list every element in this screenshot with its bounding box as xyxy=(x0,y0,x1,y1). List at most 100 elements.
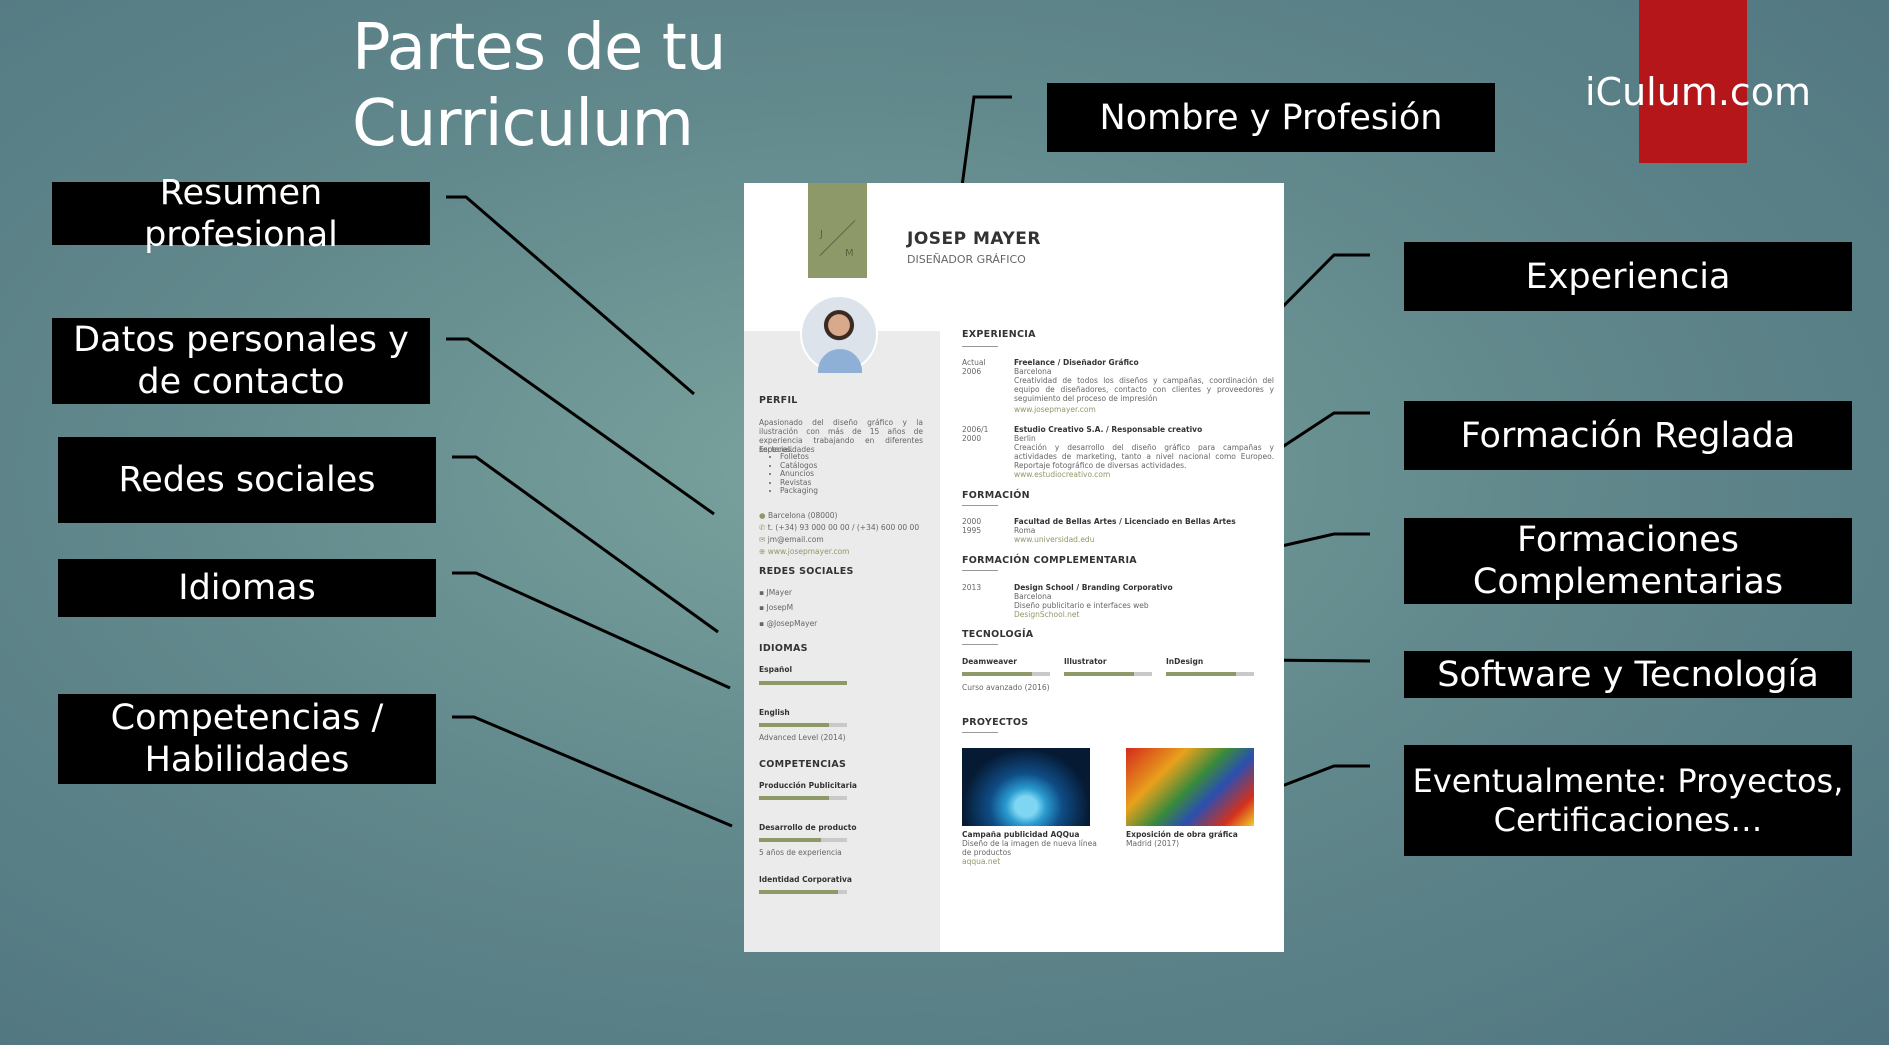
bar-fill xyxy=(962,672,1033,676)
cv-t2: Illustrator xyxy=(1064,657,1107,666)
location-pin-icon: ● xyxy=(759,511,766,520)
cv-t2-bar xyxy=(1064,672,1152,676)
cv-t1-note: Curso avanzado (2016) xyxy=(962,683,1050,692)
slide-title: Partes de tu Curriculum xyxy=(352,10,726,162)
connector-redes xyxy=(452,455,719,634)
cv-c-desc: Diseño publicitario e interfaces web xyxy=(1014,601,1149,610)
cv-e2-date2: 2000 xyxy=(962,434,982,443)
label-software-tecnologia: Software y Tecnología xyxy=(1404,651,1852,698)
cv-red-item: ▪ JosepM xyxy=(759,603,793,612)
label-text-line1: Formaciones xyxy=(1517,520,1739,560)
cv-f-date2: 1995 xyxy=(962,526,982,535)
contact-phone-text: t. (+34) 93 000 00 00 / (+34) 600 00 00 xyxy=(767,523,920,532)
cv-comp3: Identidad Corporativa xyxy=(759,875,852,884)
cv-contact-web: ⊕ www.josepmayer.com xyxy=(759,547,850,556)
label-text: Nombre y Profesión xyxy=(1099,97,1443,138)
bar-fill xyxy=(759,723,830,727)
cv-complementaria-heading: FORMACIÓN COMPLEMENTARIA xyxy=(962,555,1137,566)
label-text: Experiencia xyxy=(1525,256,1731,297)
cv-lang2-note: Advanced Level (2014) xyxy=(759,733,846,742)
cv-proyectos-heading: PROYECTOS xyxy=(962,717,1029,728)
bar-fill xyxy=(1166,672,1237,676)
connector-datos xyxy=(446,337,715,516)
label-redes-sociales: Redes sociales xyxy=(58,437,436,523)
bar-fill xyxy=(759,796,830,800)
label-text-line2: Certificaciones… xyxy=(1493,800,1763,839)
label-text-line1: Eventualmente: Proyectos, xyxy=(1412,761,1844,800)
cv-tecnologia-heading: TECNOLOGÍA xyxy=(962,629,1034,640)
cv-formacion-heading: FORMACIÓN xyxy=(962,490,1030,501)
cv-e2-city: Berlin xyxy=(1014,434,1036,443)
bar-fill xyxy=(759,838,821,842)
cv-especialidades: Especialidades xyxy=(759,445,815,454)
cv-comp2: Desarrollo de producto xyxy=(759,823,857,832)
project-image-water-drop xyxy=(962,748,1090,826)
social-icon: ▪ xyxy=(759,619,765,628)
cv-contact-city: ● Barcelona (08000) xyxy=(759,511,837,520)
cv-p2-title: Exposición de obra gráfica xyxy=(1126,830,1238,839)
cv-f-title: Facultad de Bellas Artes / Licenciado en… xyxy=(1014,517,1236,526)
cv-monogram: J M xyxy=(808,183,867,278)
label-text-line1: Competencias / xyxy=(110,698,384,738)
phone-icon: ✆ xyxy=(759,523,766,532)
cv-comp1-bar xyxy=(759,796,847,800)
connector-proyectos xyxy=(1281,764,1370,788)
cv-e2-link: www.estudiocreativo.com xyxy=(1014,470,1111,479)
list-item: Anuncios xyxy=(780,470,818,479)
cv-c-link: DesignSchool.net xyxy=(1014,610,1080,619)
cv-e2-date1: 2006/1 xyxy=(962,425,989,434)
label-text: Formación Reglada xyxy=(1460,415,1796,456)
cv-t3: InDesign xyxy=(1166,657,1204,666)
cv-comp1: Producción Publicitaria xyxy=(759,781,857,790)
cv-name: JOSEP MAYER xyxy=(907,229,1041,249)
cv-competencias-heading: COMPETENCIAS xyxy=(759,759,847,770)
cv-contact-email: ✉ jm@email.com xyxy=(759,535,824,544)
cv-p2-desc: Madrid (2017) xyxy=(1126,839,1180,848)
brand-tab xyxy=(1639,0,1747,163)
cv-lang1-bar xyxy=(759,681,847,685)
cv-lang2-bar xyxy=(759,723,847,727)
cv-f-city: Roma xyxy=(1014,526,1036,535)
label-idiomas: Idiomas xyxy=(58,559,436,617)
cv-sidebar xyxy=(744,331,940,952)
cv-experiencia-heading: EXPERIENCIA xyxy=(962,329,1036,340)
cv-contact-phone: ✆ t. (+34) 93 000 00 00 / (+34) 600 00 0… xyxy=(759,523,919,532)
cv-e1-desc: Creatividad de todos los diseños y campa… xyxy=(1014,376,1274,403)
cv-comp2-note: 5 años de experiencia xyxy=(759,848,842,857)
social-icon: ▪ xyxy=(759,603,765,612)
label-text-line2: Habilidades xyxy=(144,740,350,780)
contact-city-text: Barcelona (08000) xyxy=(767,511,838,520)
cv-lang2: English xyxy=(759,708,790,717)
contact-email-text: jm@email.com xyxy=(767,535,824,544)
cv-e2-title: Estudio Creativo S.A. / Responsable crea… xyxy=(1014,425,1203,434)
cv-document: J M JOSEP MAYER DISEÑADOR GRÁFICO PERFIL… xyxy=(744,183,1284,952)
list-item: Catálogos xyxy=(780,461,818,471)
label-nombre-profesion: Nombre y Profesión xyxy=(1047,83,1495,152)
label-text: Idiomas xyxy=(178,568,316,608)
section-rule xyxy=(962,644,998,645)
social-icon: ▪ xyxy=(759,588,765,597)
cv-redes-heading: REDES SOCIALES xyxy=(759,566,854,577)
cv-idiomas-heading: IDIOMAS xyxy=(759,643,808,654)
list-item: Revistas xyxy=(780,478,818,488)
cv-especialidades-list: Folletos Catálogos Anuncios Revistas Pac… xyxy=(768,452,818,496)
cv-f-date1: 2000 xyxy=(962,517,982,526)
section-rule xyxy=(962,346,998,347)
label-resumen-profesional: Resumen profesional xyxy=(52,173,430,255)
monogram-j: J xyxy=(820,229,823,240)
label-proyectos-certificaciones: Eventualmente: Proyectos,Certificaciones… xyxy=(1404,745,1852,856)
cv-e1-date2: 2006 xyxy=(962,367,982,376)
cv-perfil-text: Apasionado del diseño gráfico y la ilust… xyxy=(759,418,923,454)
section-rule xyxy=(962,732,998,733)
cv-p1-title: Campaña publicidad AQQua xyxy=(962,830,1080,839)
label-text-line1: Datos personales y xyxy=(73,320,409,360)
connector-resumen xyxy=(446,195,695,396)
bar-fill xyxy=(759,890,839,894)
cv-e1-city: Barcelona xyxy=(1014,367,1052,376)
cv-red-item: ▪ @JosepMayer xyxy=(759,619,817,628)
project-image-artwork xyxy=(1126,748,1254,826)
cv-c-date: 2013 xyxy=(962,583,982,592)
cv-t1: Deamweaver xyxy=(962,657,1017,666)
title-line-1: Partes de tu xyxy=(352,11,726,85)
